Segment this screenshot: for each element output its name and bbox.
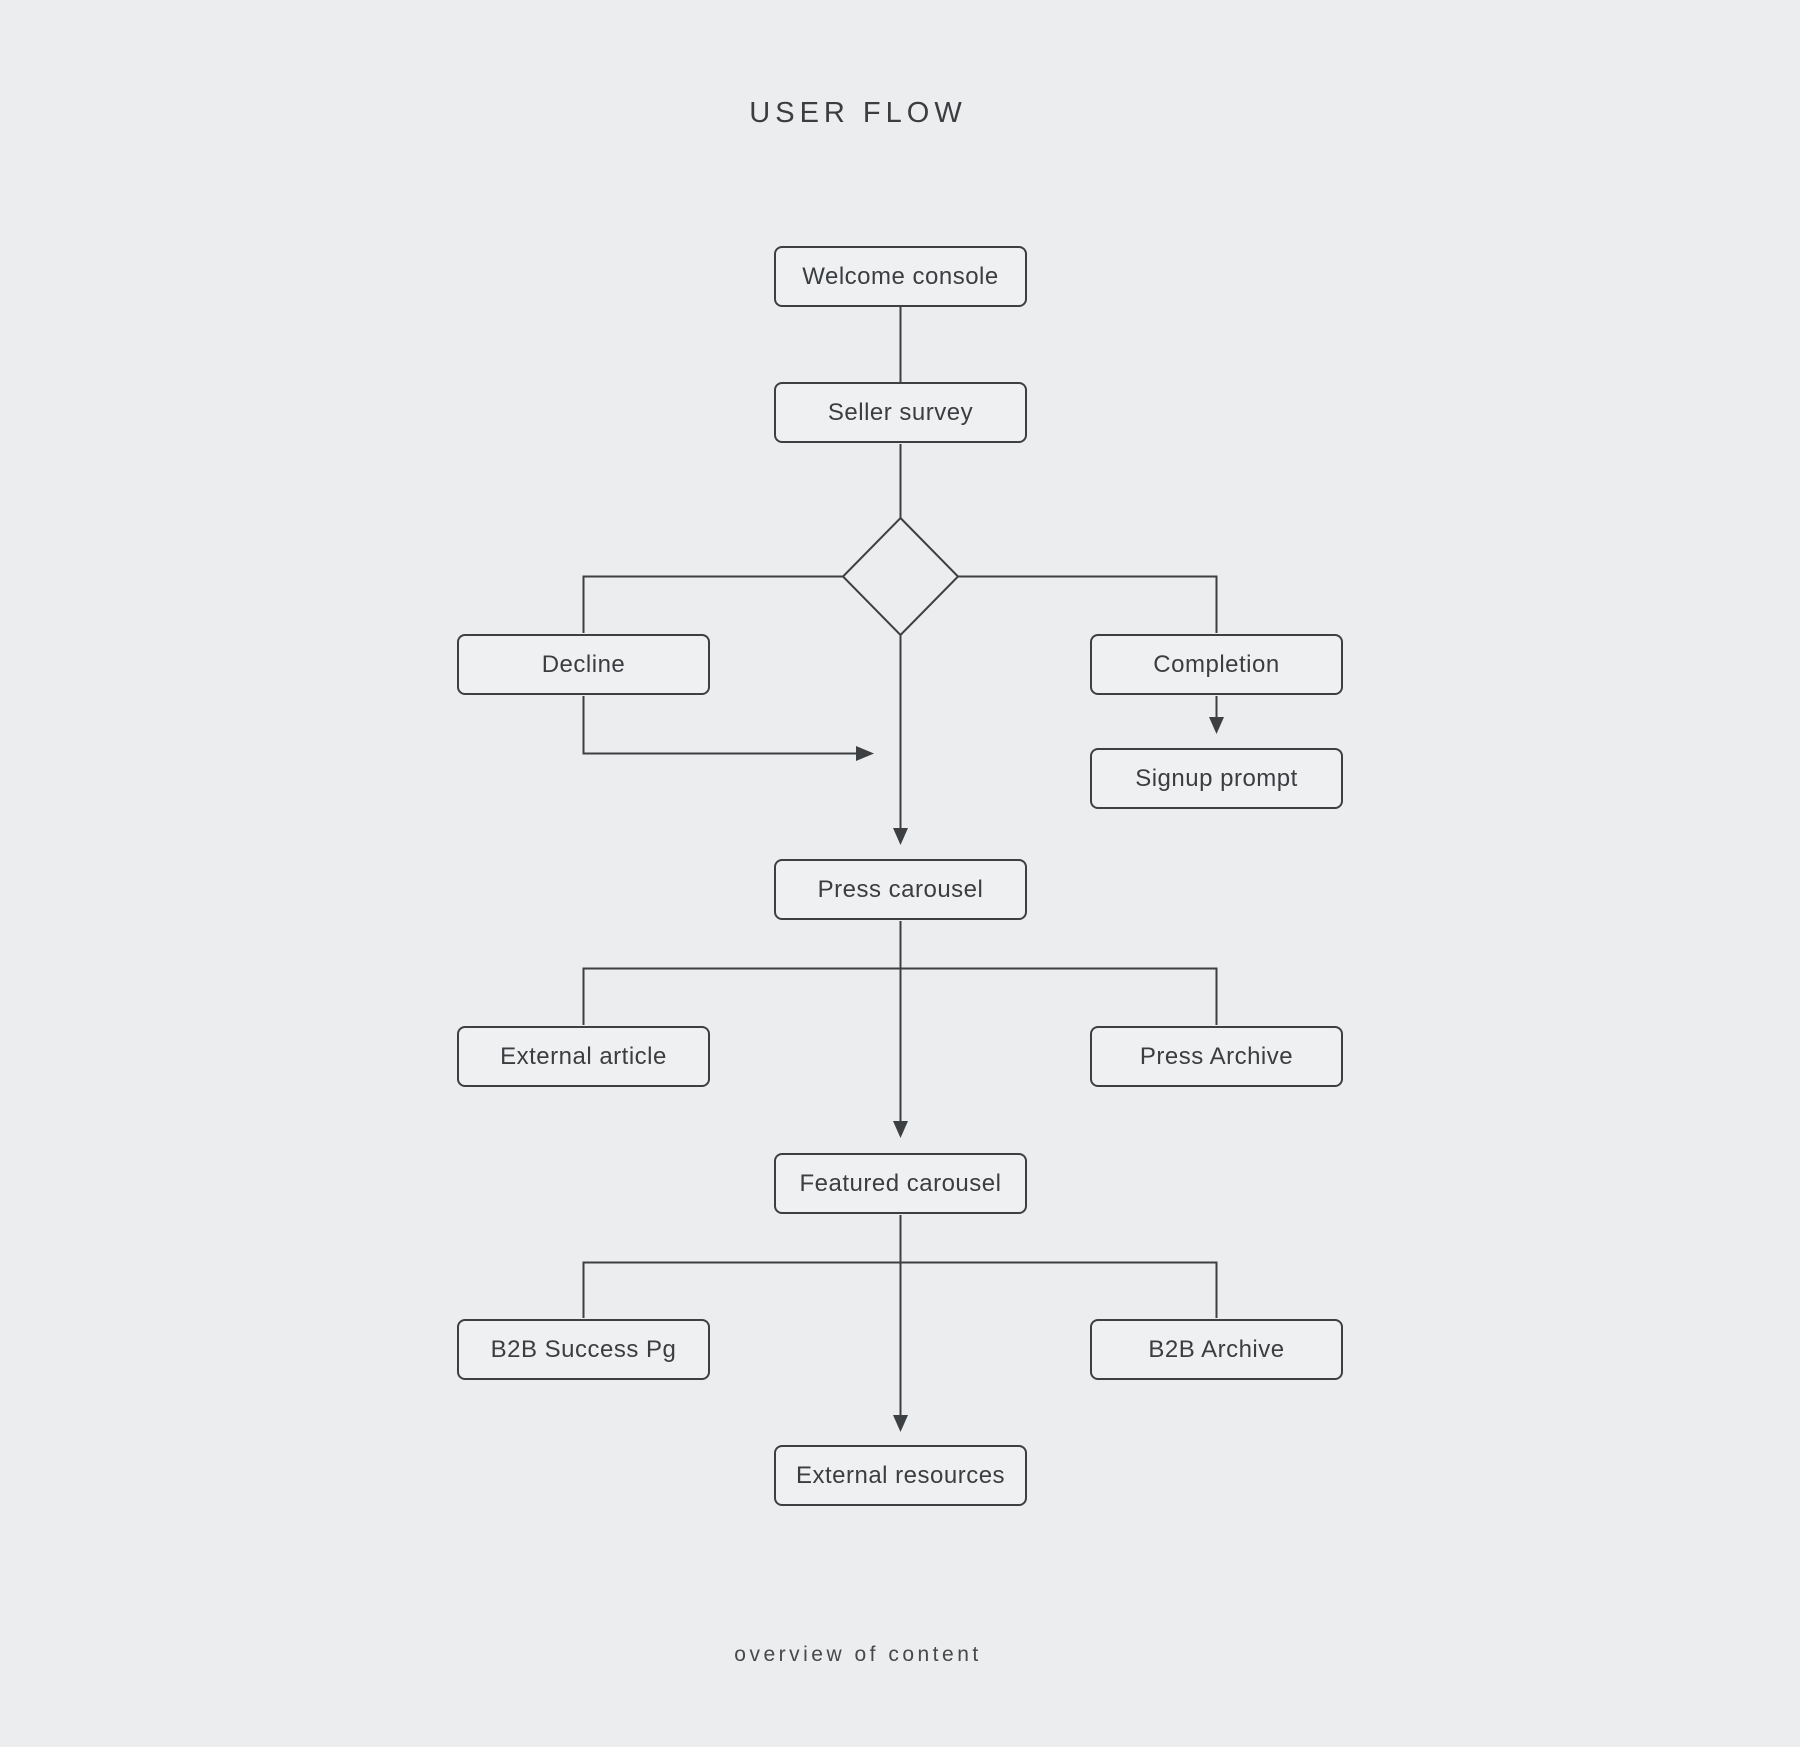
node-signup-prompt-label: Signup prompt — [1135, 764, 1298, 792]
node-b2b-success-pg-label: B2B Success Pg — [490, 1335, 677, 1363]
edge-decline-merge — [582, 696, 856, 755]
arrowhead-featured-carousel — [893, 1121, 908, 1138]
node-signup-prompt: Signup prompt — [1090, 748, 1343, 809]
node-featured-carousel-label: Featured carousel — [799, 1169, 1002, 1197]
node-b2b-success-pg: B2B Success Pg — [457, 1319, 710, 1380]
decision-diamond — [841, 516, 960, 637]
node-press-carousel-label: Press carousel — [817, 875, 984, 903]
page-title: USER FLOW — [749, 97, 967, 129]
arrowhead-external-resources — [893, 1415, 908, 1432]
arrowhead-press-carousel — [893, 828, 908, 845]
node-external-resources-label: External resources — [795, 1461, 1006, 1489]
node-external-article: External article — [457, 1026, 710, 1087]
node-b2b-archive: B2B Archive — [1090, 1319, 1343, 1380]
node-completion-label: Completion — [1153, 650, 1280, 678]
edge-press-branch — [582, 967, 1218, 1025]
node-external-resources: External resources — [774, 1445, 1027, 1506]
arrowhead-signup — [1209, 717, 1224, 734]
node-press-carousel: Press carousel — [774, 859, 1027, 920]
node-decline-label: Decline — [541, 650, 626, 678]
node-seller-survey: Seller survey — [774, 382, 1027, 443]
node-welcome-console-label: Welcome console — [802, 262, 999, 290]
edge-decision-to-completion — [958, 575, 1218, 633]
node-welcome-console: Welcome console — [774, 246, 1027, 307]
node-seller-survey-label: Seller survey — [827, 398, 974, 426]
node-decline: Decline — [457, 634, 710, 695]
edge-decision-to-decline — [582, 575, 843, 633]
node-featured-carousel: Featured carousel — [774, 1153, 1027, 1214]
node-press-archive-label: Press Archive — [1139, 1042, 1294, 1070]
node-b2b-archive-label: B2B Archive — [1148, 1335, 1285, 1363]
page-caption: overview of content — [734, 1643, 982, 1666]
node-external-article-label: External article — [500, 1042, 667, 1070]
edge-featured-branch — [582, 1261, 1218, 1318]
node-completion: Completion — [1090, 634, 1343, 695]
node-press-archive: Press Archive — [1090, 1026, 1343, 1087]
arrowhead-decline-merge — [856, 746, 874, 761]
